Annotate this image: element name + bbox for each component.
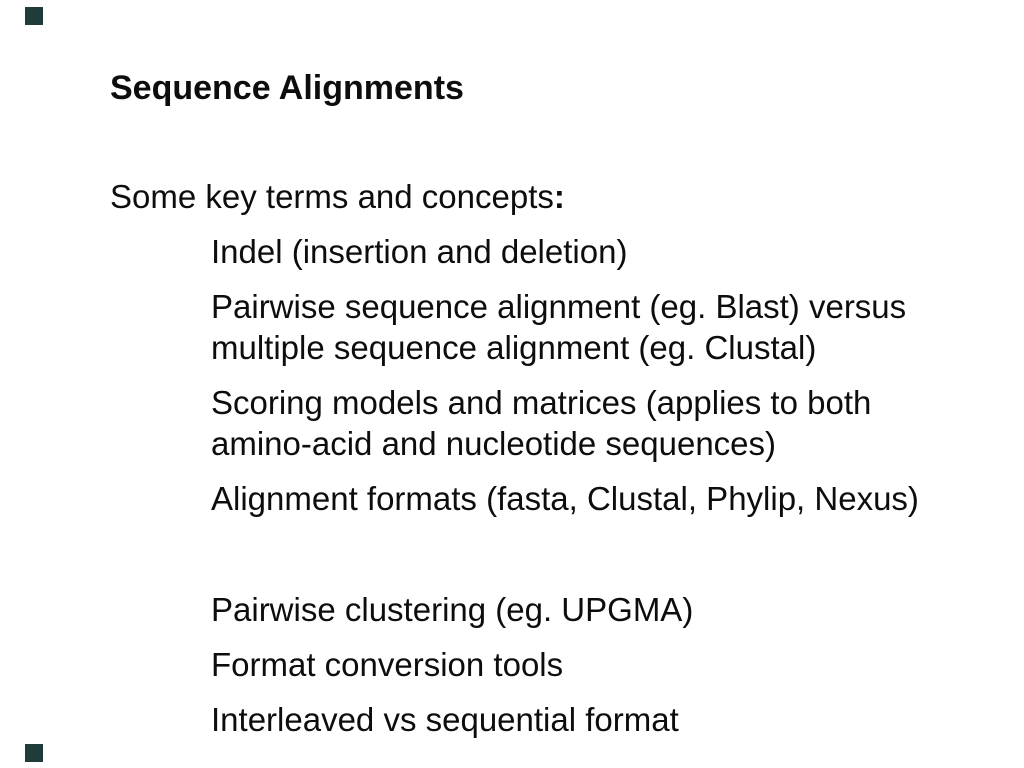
key-terms-list: Indel (insertion and deletion) Pairwise s…	[110, 231, 950, 740]
intro-text: Some key terms and concepts	[110, 178, 554, 215]
key-term-item: Indel (insertion and deletion)	[211, 233, 628, 270]
corner-mark-bottom-left-icon	[25, 744, 43, 762]
corner-mark-top-left-icon	[25, 7, 43, 25]
key-term-item: Pairwise sequence alignment (eg. Blast) …	[211, 288, 907, 366]
intro-line: Some key terms and concepts:	[110, 176, 950, 217]
key-term-item: Pairwise clustering (eg. UPGMA)	[211, 591, 694, 628]
slide-title: Sequence Alignments	[110, 69, 464, 107]
key-term-item: Scoring models and matrices (applies to …	[211, 384, 872, 462]
intro-colon: :	[553, 178, 565, 215]
key-term-item: Format conversion tools	[211, 646, 564, 683]
slide-body: Some key terms and concepts: Indel (inse…	[110, 176, 950, 754]
key-term-item: Interleaved vs sequential format	[211, 701, 679, 738]
key-term-item: Alignment formats (fasta, Clustal, Phyli…	[211, 480, 919, 517]
